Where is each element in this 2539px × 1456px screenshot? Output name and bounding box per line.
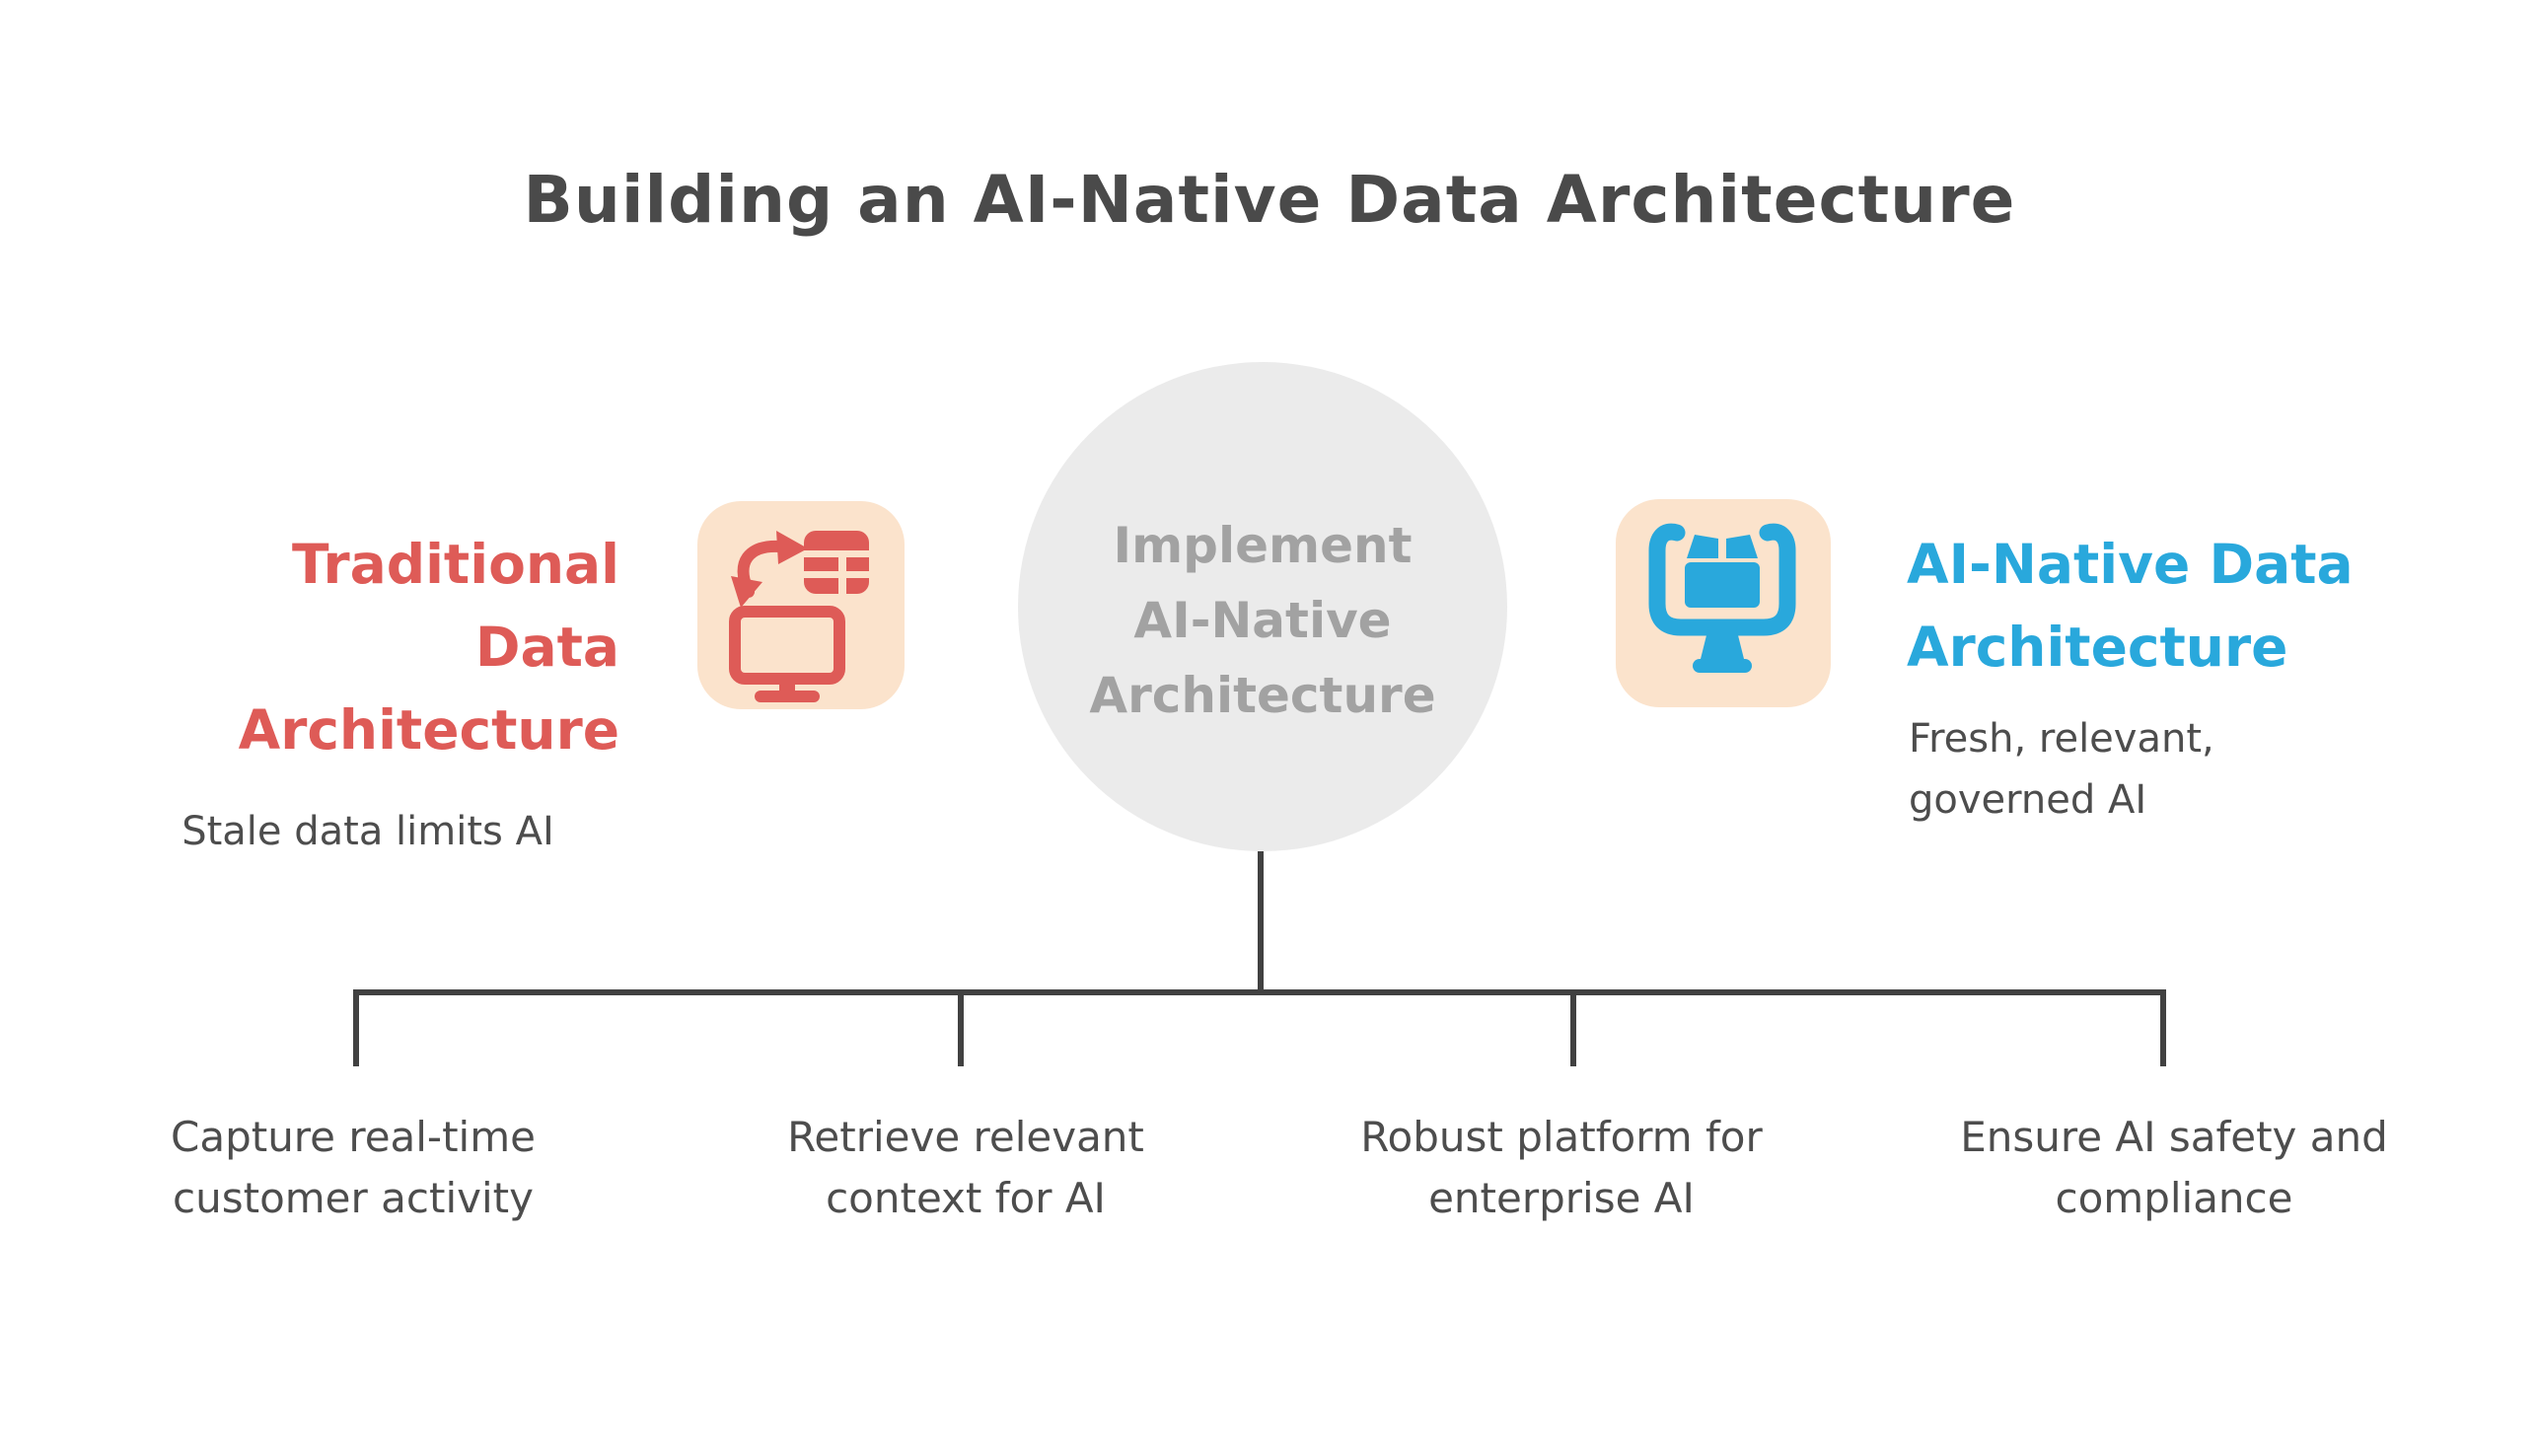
ai-native-icon-tile	[1616, 499, 1831, 707]
branch-label-line: Retrieve relevant	[787, 1113, 1144, 1161]
branch-label-line: Capture real-time	[171, 1113, 536, 1161]
page-title: Building an AI-Native Data Architecture	[523, 162, 2016, 238]
branch-label-line: Robust platform for	[1360, 1113, 1763, 1161]
branch-label-line: compliance	[2055, 1174, 2293, 1222]
center-circle	[1018, 362, 1507, 851]
heading-line: AI-Native Data	[1907, 533, 2354, 596]
heading-line: Data	[474, 616, 619, 679]
branch-label-platform: Robust platform for enterprise AI	[1266, 1107, 1857, 1229]
subtitle-line: governed AI	[1909, 777, 2147, 823]
circle-label-line: Architecture	[1089, 667, 1436, 724]
branch-label-line: context for AI	[826, 1174, 1106, 1222]
branch-label-line: customer activity	[173, 1174, 534, 1222]
branch-label-line: enterprise AI	[1428, 1174, 1695, 1222]
traditional-data-heading: Traditional Data Architecture	[126, 523, 619, 771]
circle-to-bar-connector	[1258, 851, 1264, 992]
ai-native-heading: AI-Native Data Architecture	[1907, 523, 2459, 689]
circle-label-line: AI-Native	[1133, 592, 1392, 649]
branch-drop-line	[1570, 989, 1576, 1066]
branch-label-line: Ensure AI safety and	[1960, 1113, 2388, 1161]
ai-native-subtitle: Fresh, relevant, governed AI	[1909, 708, 2461, 831]
branch-horizontal-bar	[353, 989, 2166, 995]
branch-drop-line	[353, 989, 359, 1066]
branch-label-capture: Capture real-time customer activity	[57, 1107, 649, 1229]
subtitle-line: Fresh, relevant,	[1909, 716, 2214, 762]
traditional-data-subtitle: Stale data limits AI	[181, 809, 554, 854]
heading-line: Architecture	[238, 698, 619, 762]
branch-drop-line	[958, 989, 964, 1066]
circle-label-line: Implement	[1113, 517, 1413, 574]
branch-label-retrieve: Retrieve relevant context for AI	[670, 1107, 1262, 1229]
branch-drop-line	[2160, 989, 2166, 1066]
center-circle-label: Implement AI-Native Architecture	[1018, 508, 1507, 733]
branch-label-safety: Ensure AI safety and compliance	[1878, 1107, 2470, 1229]
traditional-icon-tile	[697, 501, 905, 709]
heading-line: Architecture	[1907, 616, 2288, 679]
heading-line: Traditional	[292, 533, 619, 596]
